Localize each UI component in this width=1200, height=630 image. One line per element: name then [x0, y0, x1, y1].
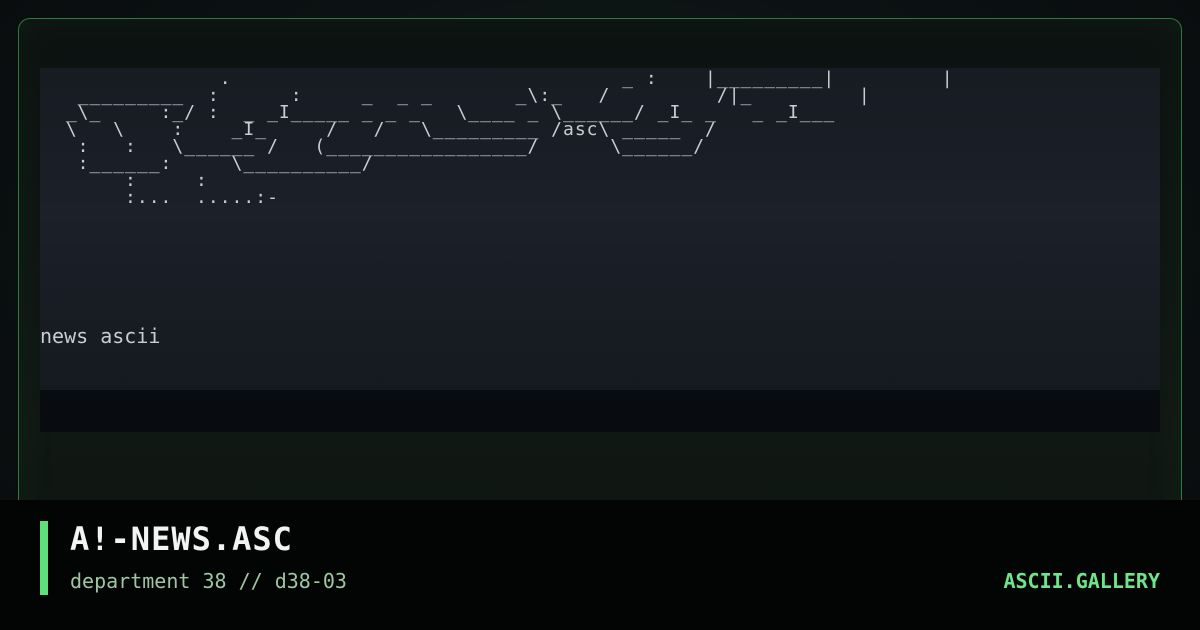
footer-bar — [0, 500, 1200, 630]
page-subtitle: department 38 // d38-03 — [70, 569, 347, 593]
art-caption: news ascii — [40, 324, 161, 348]
ascii-art-text: . _ : |_________| | _________ : : _ _ _ … — [65, 68, 954, 208]
title-accent-bar — [40, 521, 48, 595]
page-title: A!-NEWS.ASC — [70, 520, 293, 558]
art-panel-shadow — [40, 390, 1160, 432]
ascii-art-preview[interactable]: . _ : |_________| | _________ : : _ _ _ … — [40, 68, 1160, 390]
site-brand-link[interactable]: ASCII.GALLERY — [1003, 569, 1160, 593]
